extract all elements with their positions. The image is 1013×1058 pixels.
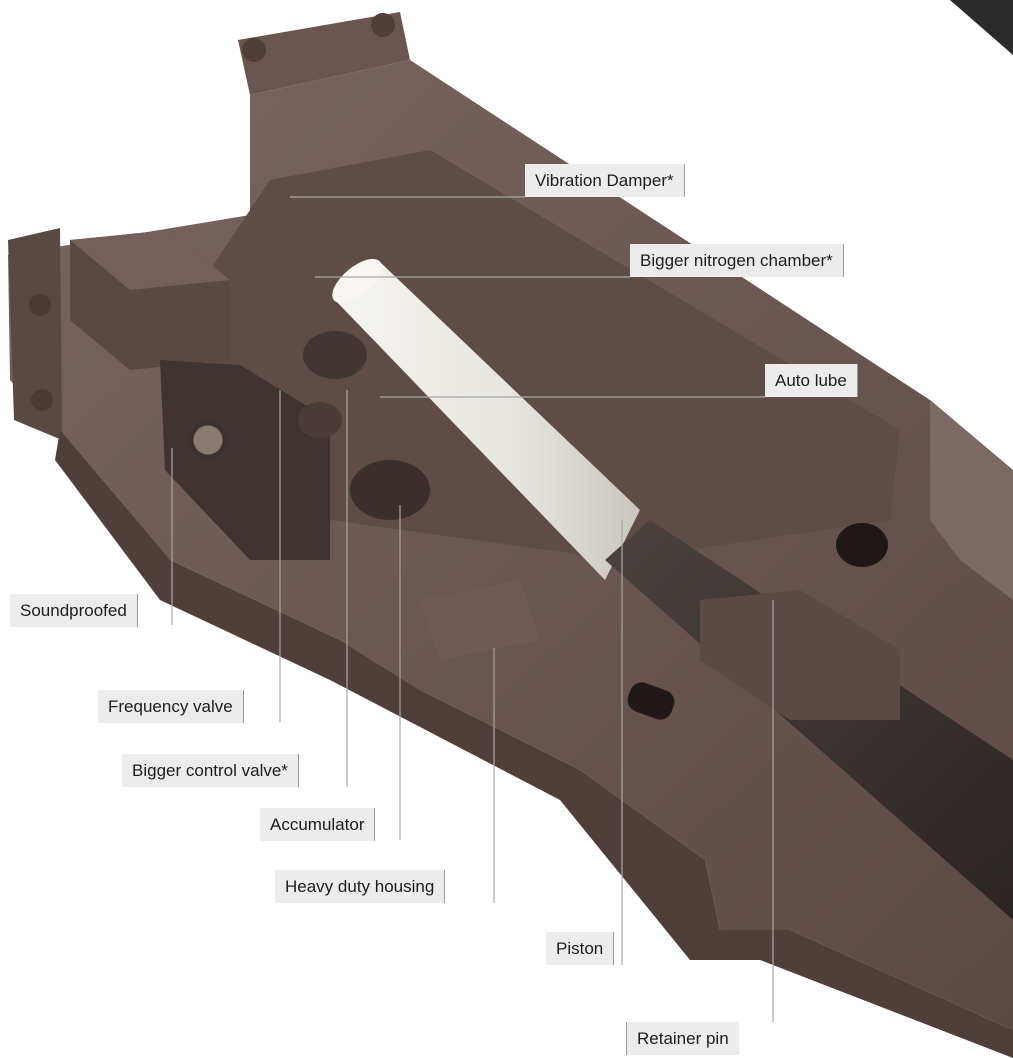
top-flange [238,12,410,95]
label-control-valve: Bigger control valve* [122,754,299,787]
leader-lines [171,196,774,1022]
block-top [70,230,230,290]
label-auto-lube: Auto lube [765,364,858,397]
label-heavy-duty-housing: Heavy duty housing [275,870,446,903]
end-plate-bolt [31,389,53,411]
retainer-bracket [700,590,900,720]
label-soundproofed: Soundproofed [10,594,138,627]
housing-lower-face [55,430,1013,1058]
housing-right-face [930,400,1013,600]
label-nitrogen-chamber: Bigger nitrogen chamber* [630,244,844,277]
label-accumulator: Accumulator [260,808,376,841]
label-frequency-valve: Frequency valve [98,690,244,723]
control-valve-body [303,331,367,379]
lower-bracket [420,580,540,660]
end-plate-bolt [29,294,51,316]
label-retainer-pin: Retainer pin [626,1022,739,1055]
side-hole [836,523,888,567]
port-fitting [188,420,228,460]
accumulator-body [350,460,430,520]
slot-cutout [627,682,675,720]
chamber-end-cap [332,258,382,304]
label-vibration-damper: Vibration Damper* [525,164,685,197]
side-panel [160,360,330,560]
nitrogen-chamber [335,262,640,580]
inner-cavity [190,150,900,560]
flange-bolt [371,13,395,37]
left-end-plate [8,228,62,440]
flange-bolt [242,38,266,62]
corner-mark [950,0,1013,55]
label-piston: Piston [546,932,615,965]
valve-part [298,402,342,438]
